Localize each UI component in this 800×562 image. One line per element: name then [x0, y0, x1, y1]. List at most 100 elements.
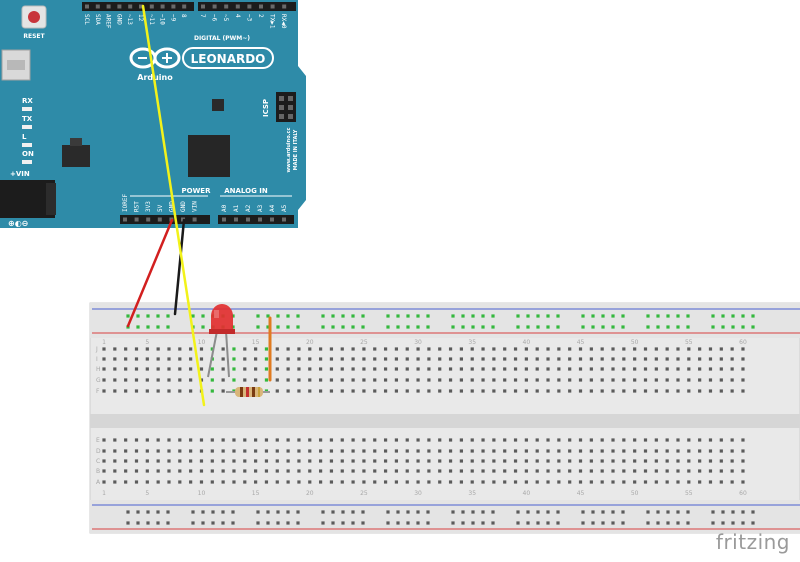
- rail-hole: [516, 325, 520, 329]
- rail-hole: [721, 314, 725, 318]
- breadboard-hole: [340, 389, 344, 393]
- breadboard-hole: [351, 347, 355, 351]
- power-pin-label: 3V3: [145, 201, 152, 212]
- breadboard-hole: [145, 459, 149, 463]
- breadboard-hole: [448, 469, 453, 473]
- rail-hole: [581, 521, 585, 525]
- breadboard-hole: [243, 347, 247, 351]
- rail-hole: [621, 325, 625, 329]
- breadboard-hole: [633, 459, 637, 463]
- breadboard-hole: [676, 389, 680, 393]
- breadboard-hole: [568, 389, 572, 393]
- status-leds: RX TX L ON: [22, 97, 34, 164]
- breadboard-hole: [557, 459, 561, 463]
- breadboard-hole: [427, 367, 431, 371]
- breadboard-hole: [741, 449, 745, 453]
- analog-pin-label: A5: [281, 204, 288, 212]
- breadboard-hole: [427, 438, 431, 442]
- rail-hole: [146, 325, 150, 329]
- breadboard-hole: [427, 469, 431, 473]
- rail-hole: [406, 325, 410, 329]
- yellow-wire[interactable]: [141, 4, 206, 407]
- breadboard-hole: [319, 469, 323, 473]
- breadboard-hole: [351, 389, 355, 393]
- rail-hole: [751, 325, 755, 329]
- breadboard-hole: [622, 389, 626, 393]
- header-pin: [85, 4, 89, 9]
- breadboard-hole: [308, 367, 312, 371]
- breadboard-hole: [654, 347, 658, 351]
- breadboard-hole: [611, 378, 615, 382]
- breadboard-hole: [362, 347, 366, 351]
- breadboard-hole: [698, 389, 702, 393]
- rail-hole: [166, 521, 170, 525]
- rail-hole: [711, 325, 715, 329]
- row-letter: J: [95, 346, 98, 353]
- breadboard-hole: [351, 438, 355, 442]
- rail-hole: [471, 510, 475, 514]
- breadboard-hole: [708, 357, 713, 361]
- breadboard-hole: [275, 438, 279, 442]
- rail-hole: [741, 314, 745, 318]
- breadboard-hole: [611, 367, 615, 371]
- rail-hole: [711, 510, 715, 514]
- breadboard-hole: [199, 378, 204, 382]
- rail-hole: [526, 521, 530, 525]
- breadboard-hole: [297, 378, 301, 382]
- breadboard-hole: [329, 378, 334, 382]
- breadboard-hole: [719, 389, 723, 393]
- breadboard-hole: [102, 357, 106, 361]
- row-letter: A: [96, 479, 101, 486]
- breadboard-hole: [643, 459, 648, 463]
- breadboard-hole: [708, 378, 713, 382]
- breadboard-hole: [633, 449, 637, 453]
- rail-hole: [751, 314, 755, 318]
- breadboard-hole: [448, 438, 453, 442]
- breadboard-hole: [167, 378, 171, 382]
- breadboard-hole: [405, 459, 409, 463]
- rail-hole: [591, 325, 595, 329]
- breadboard-hole: [730, 459, 734, 463]
- breadboard-hole: [134, 449, 139, 453]
- rail-hole: [601, 521, 605, 525]
- breadboard-hole: [557, 389, 561, 393]
- breadboard-hole: [524, 459, 528, 463]
- breadboard-hole: [297, 459, 301, 463]
- header-pin: [134, 217, 139, 222]
- breadboard-hole: [600, 357, 604, 361]
- breadboard-hole: [189, 480, 193, 484]
- breadboard-hole: [340, 459, 344, 463]
- breadboard-hole: [221, 438, 225, 442]
- breadboard-hole: [503, 438, 507, 442]
- breadboard-hole: [708, 438, 713, 442]
- column-number: 40: [523, 339, 531, 346]
- breadboard-hole: [351, 459, 355, 463]
- breadboard-hole: [492, 438, 496, 442]
- resistor-component[interactable]: [226, 387, 270, 397]
- black-wire[interactable]: [173, 218, 186, 316]
- rail-hole: [741, 325, 745, 329]
- breadboard-hole: [524, 449, 528, 453]
- breadboard-hole: [297, 357, 301, 361]
- red-wire[interactable]: [126, 218, 174, 328]
- breadboard-hole: [199, 459, 204, 463]
- header-pin: [117, 4, 122, 9]
- led-leg-anode: [225, 330, 230, 378]
- resistor-band-4: [258, 387, 260, 397]
- breadboard-hole: [438, 449, 442, 453]
- breadboard-hole: [124, 347, 128, 351]
- breadboard-hole: [741, 438, 745, 442]
- breadboard-hole: [297, 438, 301, 442]
- breadboard-hole: [611, 357, 615, 361]
- breadboard-hole: [210, 378, 214, 382]
- column-number: 60: [739, 339, 747, 346]
- breadboard-hole: [698, 378, 702, 382]
- breadboard-hole: [232, 469, 236, 473]
- breadboard-hole: [405, 469, 409, 473]
- header-pin: [246, 217, 250, 222]
- led-component[interactable]: [207, 304, 235, 378]
- model-badge: [182, 47, 274, 69]
- breadboard-hole: [145, 357, 149, 361]
- breadboard-hole: [438, 347, 442, 351]
- rail-hole: [731, 510, 735, 514]
